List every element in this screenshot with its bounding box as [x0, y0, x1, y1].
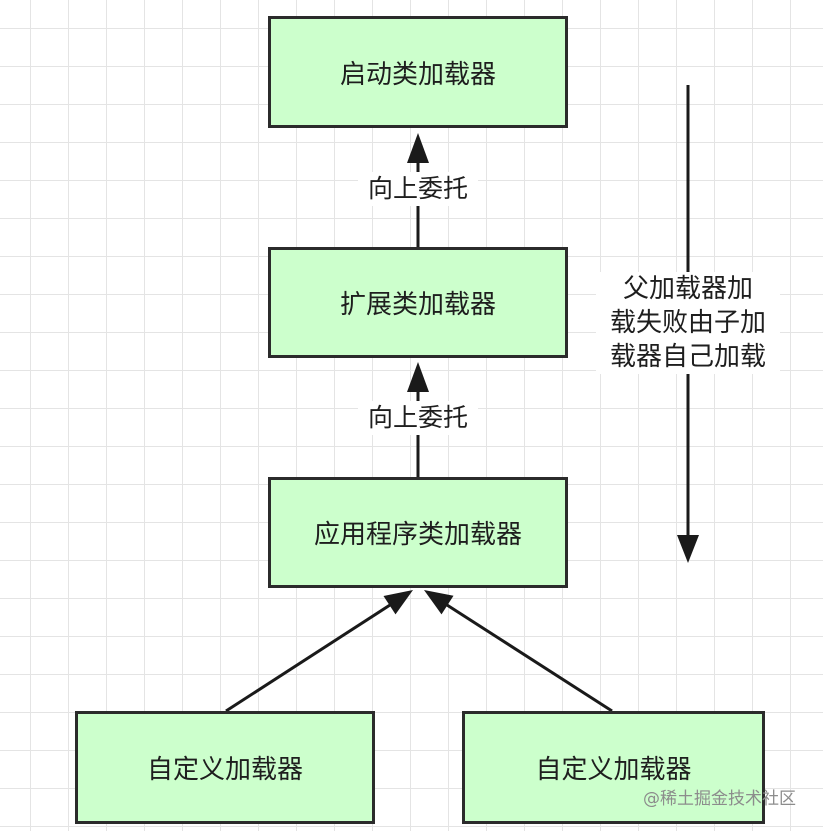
- node-bootstrap-classloader: 启动类加载器: [268, 16, 568, 128]
- node-custom-classloader-left: 自定义加载器: [75, 711, 375, 824]
- node-application-classloader: 应用程序类加载器: [268, 477, 568, 588]
- node-label: 启动类加载器: [339, 59, 496, 90]
- edge-label-delegate-up-1: 向上委托: [358, 172, 478, 206]
- node-label: 自定义加载器: [146, 755, 303, 785]
- arrow-custom-left-to-application: [225, 590, 413, 713]
- edge-label-delegate-up-2: 向上委托: [358, 401, 478, 435]
- side-note-line-3: 载器自己加载: [609, 342, 766, 372]
- side-note-child-loads: 父加载器加 载失败由子加 载器自己加载: [596, 272, 780, 374]
- node-custom-classloader-right: 自定义加载器: [462, 711, 765, 824]
- side-note-line-2: 载失败由子加: [609, 308, 766, 338]
- node-label: 自定义加载器: [535, 755, 692, 785]
- watermark: @稀土掘金技术社区: [643, 789, 796, 809]
- side-note-line-1: 父加载器加: [622, 274, 753, 304]
- arrow-custom-right-to-application: [424, 590, 613, 713]
- node-label: 应用程序类加载器: [313, 520, 522, 550]
- node-extension-classloader: 扩展类加载器: [268, 247, 568, 358]
- node-label: 扩展类加载器: [339, 290, 496, 320]
